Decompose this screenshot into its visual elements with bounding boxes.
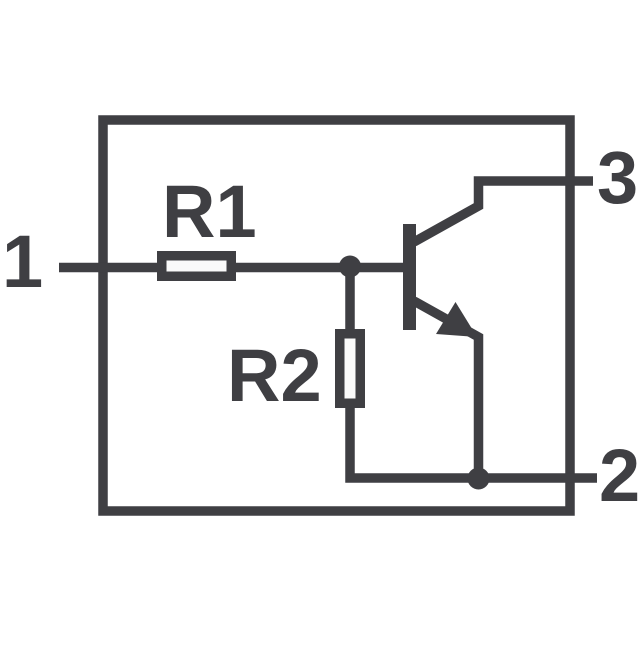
transistor-base-bar <box>403 224 416 330</box>
pin2-label: 2 <box>599 434 640 517</box>
resistor-r2-symbol <box>335 329 365 408</box>
resistor-r1-symbol <box>157 251 236 281</box>
base-node-dot <box>339 255 361 278</box>
wire-collector-to-pin3 <box>411 176 593 247</box>
resistor-r2-label: R2 <box>227 334 322 417</box>
npn-emitter-arrow-icon <box>436 302 477 337</box>
pin3-label: 3 <box>597 136 638 219</box>
pin1-label: 1 <box>2 220 43 303</box>
resistor-r1-label: R1 <box>162 170 257 253</box>
component-boundary-box <box>98 115 575 516</box>
emitter-node-dot <box>467 467 490 490</box>
wire-emitter-to-node <box>411 296 484 478</box>
